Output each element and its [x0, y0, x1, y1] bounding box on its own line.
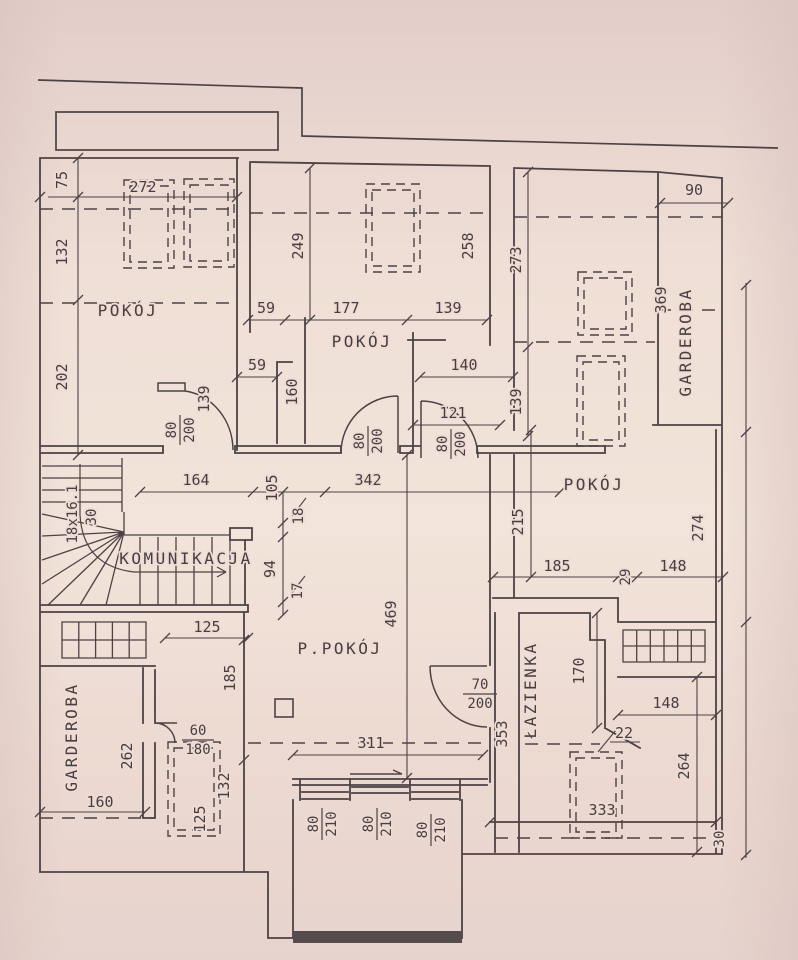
dim-75: 75 — [53, 171, 71, 189]
dim-59-b: 59 — [248, 356, 266, 374]
dim-125-bl: 125 — [191, 805, 209, 832]
dim-160-bl: 160 — [86, 793, 113, 811]
door-size-top-left: 80 200 — [162, 415, 200, 445]
dim-30-br: 30 — [712, 831, 728, 848]
svg-text:80: 80 — [435, 436, 451, 453]
room-label-pokoj-top-left: POKÓJ — [98, 301, 159, 320]
dim-258: 258 — [459, 232, 477, 259]
dim-139-door: 139 — [195, 385, 213, 412]
svg-text:210: 210 — [379, 811, 395, 836]
stair-walk-line — [79, 464, 227, 578]
dim-177: 177 — [332, 299, 359, 317]
dim-274: 274 — [689, 514, 707, 541]
svg-text:80: 80 — [164, 422, 180, 439]
svg-text:200: 200 — [453, 431, 469, 456]
dim-148-right: 148 — [659, 557, 686, 575]
door-arc-hall-b — [420, 400, 479, 459]
dim-132-bl: 132 — [215, 772, 233, 799]
svg-text:210: 210 — [433, 817, 449, 842]
dim-273: 273 — [507, 246, 525, 273]
svg-text:70: 70 — [472, 677, 489, 693]
dim-139-a: 139 — [434, 299, 461, 317]
dim-311: 311 — [357, 734, 384, 752]
window-size-3: 80 210 — [413, 814, 451, 846]
chimney-square — [274, 698, 294, 718]
dim-262: 262 — [118, 742, 136, 769]
dim-164: 164 — [182, 471, 209, 489]
dim-333: 333 — [588, 801, 615, 819]
door-size-hall-a: 80 200 — [350, 426, 388, 456]
dim-94: 94 — [261, 560, 279, 578]
svg-text:80: 80 — [306, 816, 322, 833]
dim-17: 17 — [290, 583, 306, 600]
dim-264: 264 — [675, 752, 693, 779]
radiator-bottom-left — [61, 621, 147, 659]
svg-text:80: 80 — [361, 816, 377, 833]
window-size-2: 80 210 — [359, 808, 397, 840]
room-label-p-pokoj: P.POKÓJ — [298, 639, 383, 658]
door-arc-hall-a — [340, 395, 399, 454]
room-label-lazienka: ŁAZIENKA — [521, 641, 540, 739]
door-arc-top-left-room — [157, 382, 234, 451]
dim-353: 353 — [493, 720, 511, 747]
dim-160-duct: 160 — [283, 378, 301, 405]
balcony-sill — [293, 931, 462, 943]
door-arc-bathroom — [429, 665, 488, 728]
stair-spec-label: 18x16.1 — [65, 484, 81, 543]
window-direction-arrow — [350, 769, 403, 775]
room-label-komunikacja: KOMUNIKACJA — [119, 549, 252, 568]
roof-eave-outline — [37, 79, 779, 149]
svg-text:210: 210 — [324, 811, 340, 836]
dim-185-bl: 185 — [221, 664, 239, 691]
dim-59-a: 59 — [257, 299, 275, 317]
dim-215: 215 — [509, 508, 527, 535]
stair-treads — [41, 458, 231, 606]
dim-121: 121 — [439, 404, 466, 422]
dim-170: 170 — [570, 657, 588, 684]
room-label-garderoba-bl: GARDEROBA — [62, 682, 81, 791]
stair-tread-label: 30 — [84, 509, 100, 526]
window-size-1: 80 210 — [304, 808, 342, 840]
dim-18: 18 — [291, 508, 307, 525]
dim-90: 90 — [685, 181, 703, 199]
room-label-pokoj-right: POKÓJ — [564, 475, 625, 494]
skylight-windows — [123, 178, 633, 839]
dim-342: 342 — [354, 471, 381, 489]
dimension-ticks — [34, 152, 752, 861]
dim-132-tl: 132 — [53, 238, 71, 265]
room-label-pokoj-top-mid: POKÓJ — [332, 332, 393, 351]
room-label-garderoba-right: GARDEROBA — [676, 287, 695, 396]
dim-148-closet: 148 — [652, 694, 679, 712]
door-size-garderoba-bl: 60 180 — [182, 721, 214, 760]
dim-139-tr: 139 — [507, 388, 525, 415]
dim-125-closet-top: 125 — [193, 618, 220, 636]
svg-text:200: 200 — [370, 428, 386, 453]
dim-140: 140 — [450, 356, 477, 374]
knee-wall-dashed-lines — [40, 208, 722, 839]
dim-272: 272 — [129, 178, 156, 196]
dim-185-right: 185 — [543, 557, 570, 575]
dim-105: 105 — [263, 474, 281, 501]
svg-text:60: 60 — [190, 723, 207, 739]
svg-text:200: 200 — [182, 417, 198, 442]
svg-text:80: 80 — [352, 433, 368, 450]
roof-chimney — [55, 111, 279, 151]
dim-202: 202 — [53, 363, 71, 390]
radiator-right-room — [622, 629, 706, 663]
dimension-lines — [40, 158, 747, 858]
door-size-hall-b: 80 200 — [433, 429, 471, 459]
dim-22: 22 — [615, 724, 633, 742]
svg-text:200: 200 — [467, 696, 492, 712]
dim-29: 29 — [618, 569, 634, 586]
dim-469: 469 — [382, 600, 400, 627]
door-arc-garderoba-bl — [154, 722, 177, 744]
dim-369: 369 — [652, 286, 670, 313]
door-size-bathroom: 70 200 — [463, 675, 497, 714]
svg-text:180: 180 — [185, 742, 210, 758]
svg-text:80: 80 — [415, 822, 431, 839]
dim-249: 249 — [289, 232, 307, 259]
